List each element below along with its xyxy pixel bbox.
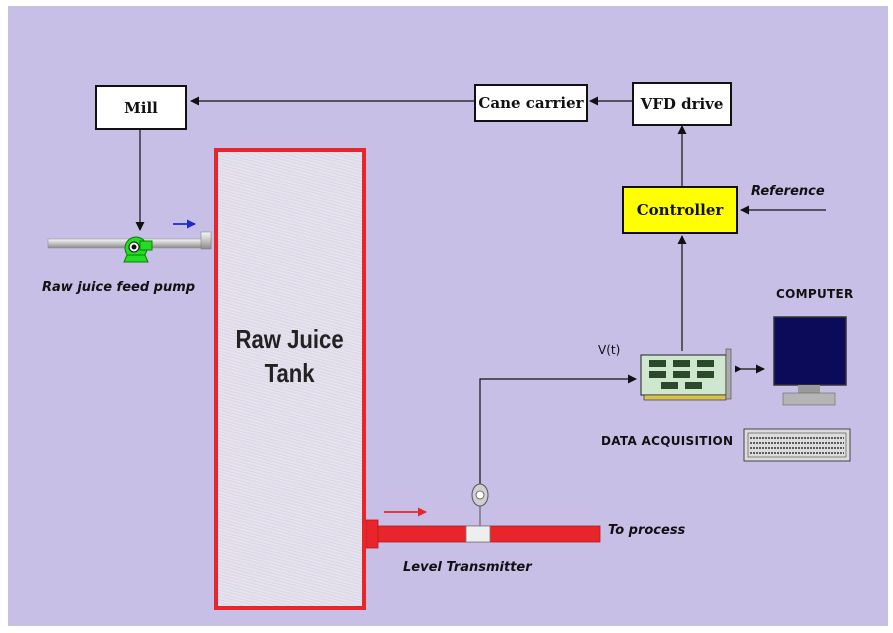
diagram-canvas: Mill Cane carrier VFD drive Controller R… xyxy=(8,6,888,626)
arrow-transmitter-to-daq xyxy=(479,374,637,486)
raw-juice-tank: Raw Juice Tank xyxy=(214,148,366,610)
tank-label: Raw Juice Tank xyxy=(235,324,345,388)
transmitter-icon xyxy=(465,483,491,543)
connections-layer xyxy=(47,96,851,549)
computer-label: COMPUTER xyxy=(776,287,854,301)
daq-card-icon xyxy=(640,348,732,401)
outlet-pipe-flange xyxy=(365,519,379,549)
inlet-pipe-flange xyxy=(200,231,212,250)
raw-juice-feed-pump-label: Raw juice feed pump xyxy=(42,280,196,295)
data-acquisition-label: DATA ACQUISITION xyxy=(601,434,734,448)
mill-block: Mill xyxy=(95,85,187,130)
level-transmitter-label: Level Transmitter xyxy=(403,560,532,575)
cane-carrier-block: Cane carrier xyxy=(474,84,588,122)
reference-label: Reference xyxy=(751,184,825,199)
computer-icon xyxy=(743,316,851,462)
signal-label: V(t) xyxy=(598,343,621,357)
vfd-drive-block: VFD drive xyxy=(632,82,732,126)
pump-icon xyxy=(123,236,153,263)
controller-block: Controller xyxy=(622,186,738,234)
to-process-label: To process xyxy=(608,523,686,538)
